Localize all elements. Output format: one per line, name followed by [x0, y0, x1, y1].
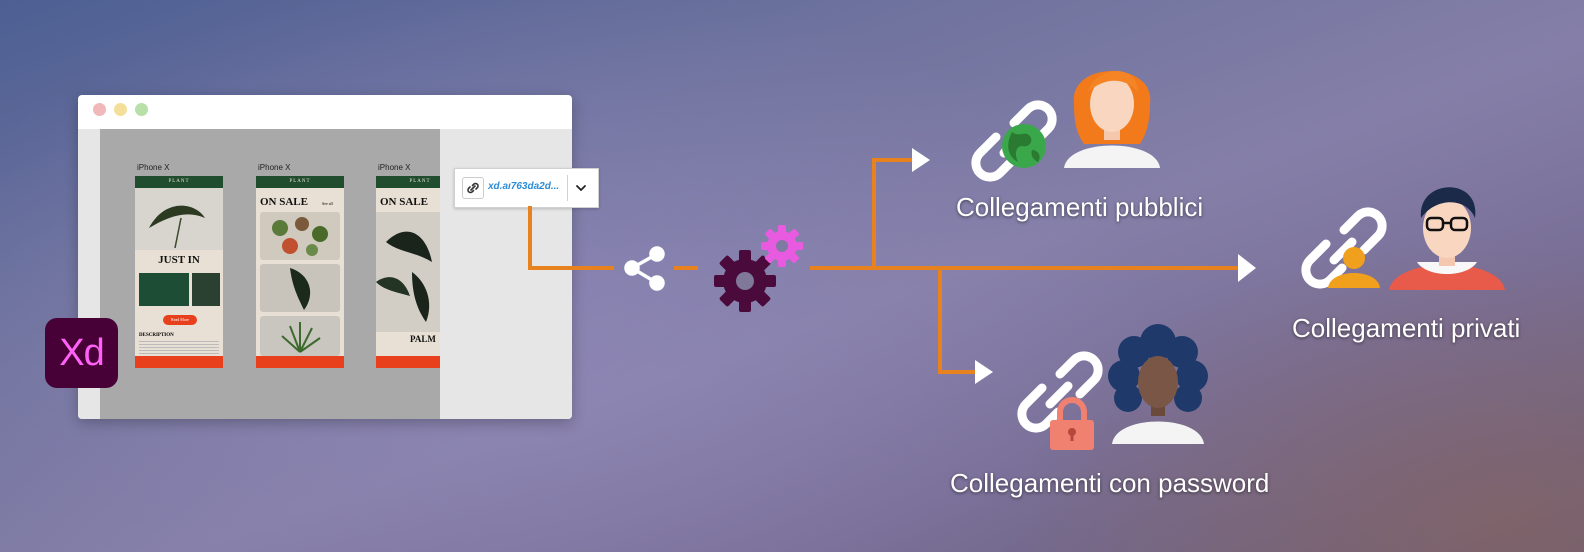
connector-link-to-share: [528, 206, 614, 270]
link-icon: [462, 177, 484, 199]
private-links-label: Collegamenti privati: [1292, 313, 1521, 343]
tab-bar: [376, 356, 440, 368]
succulents-photo: [260, 212, 340, 260]
private-link-icon: [1301, 207, 1387, 289]
plant-photo: [260, 316, 340, 356]
artboard-plant-just-in[interactable]: PLANT JUST IN Read More DESCRIPTION: [135, 176, 223, 368]
plant-photo: [135, 188, 223, 250]
connector-to-public: [872, 158, 912, 268]
lock-icon: [1050, 397, 1094, 450]
password-links-label: Collegamenti con password: [950, 468, 1270, 498]
artboard-label: iPhone X: [137, 163, 170, 172]
public-links-label: Collegamenti pubblici: [956, 192, 1204, 222]
avatar-man-glasses: [1389, 187, 1505, 290]
share-link-url[interactable]: xd.aı763da2d...: [488, 181, 560, 192]
leaf-photo: [139, 273, 189, 306]
artboard-header: PLANT: [135, 176, 223, 188]
artboard-title: ON SALE: [260, 196, 308, 208]
artboard-header: PLANT: [376, 176, 440, 188]
description-text-lines: [139, 341, 219, 355]
xd-workspace: iPhone X PLANT JUST IN Read More DESCRIP…: [100, 129, 440, 419]
share-link-field[interactable]: xd.aı763da2d...: [454, 168, 599, 208]
person-icon: [1328, 247, 1380, 288]
avatar-woman-redhead: [1064, 70, 1160, 168]
product-name: PALM: [410, 334, 436, 344]
tab-bar: [135, 356, 223, 368]
window-minimize-dot[interactable]: [114, 103, 127, 116]
adobe-xd-logo: Xd: [45, 318, 118, 388]
read-more-button[interactable]: Read More: [163, 315, 197, 325]
window-maximize-dot[interactable]: [135, 103, 148, 116]
arrow-public: [912, 148, 930, 172]
artboard-plant-on-sale[interactable]: PLANT ON SALE See all: [256, 176, 344, 368]
artboard-label: iPhone X: [258, 163, 291, 172]
tab-bar: [256, 356, 344, 368]
section-title: DESCRIPTION: [139, 333, 174, 338]
artboard-header: PLANT: [256, 176, 344, 188]
palm-photo: [376, 212, 440, 332]
connector-to-password: [938, 268, 976, 374]
arrow-password: [975, 360, 993, 384]
see-all-link[interactable]: See all: [322, 201, 333, 206]
artboard-label: iPhone X: [378, 163, 411, 172]
settings-gear-small-icon: [761, 225, 803, 267]
settings-gear-icon: [714, 250, 776, 312]
plant-photo: [260, 264, 340, 312]
window-close-dot[interactable]: [93, 103, 106, 116]
chevron-down-icon[interactable]: [572, 179, 590, 201]
share-icon: [624, 246, 665, 291]
artboard-title: ON SALE: [380, 196, 428, 208]
artboard-title: JUST IN: [158, 254, 200, 266]
globe-icon: [1002, 124, 1046, 168]
divider: [567, 175, 568, 201]
avatar-woman-curly: [1108, 324, 1208, 444]
leaf-photo: [192, 273, 220, 306]
artboard-plant-palm[interactable]: PLANT ON SALE PALM: [376, 176, 440, 368]
password-link-icon: [1017, 351, 1103, 433]
arrow-private: [1238, 254, 1256, 282]
